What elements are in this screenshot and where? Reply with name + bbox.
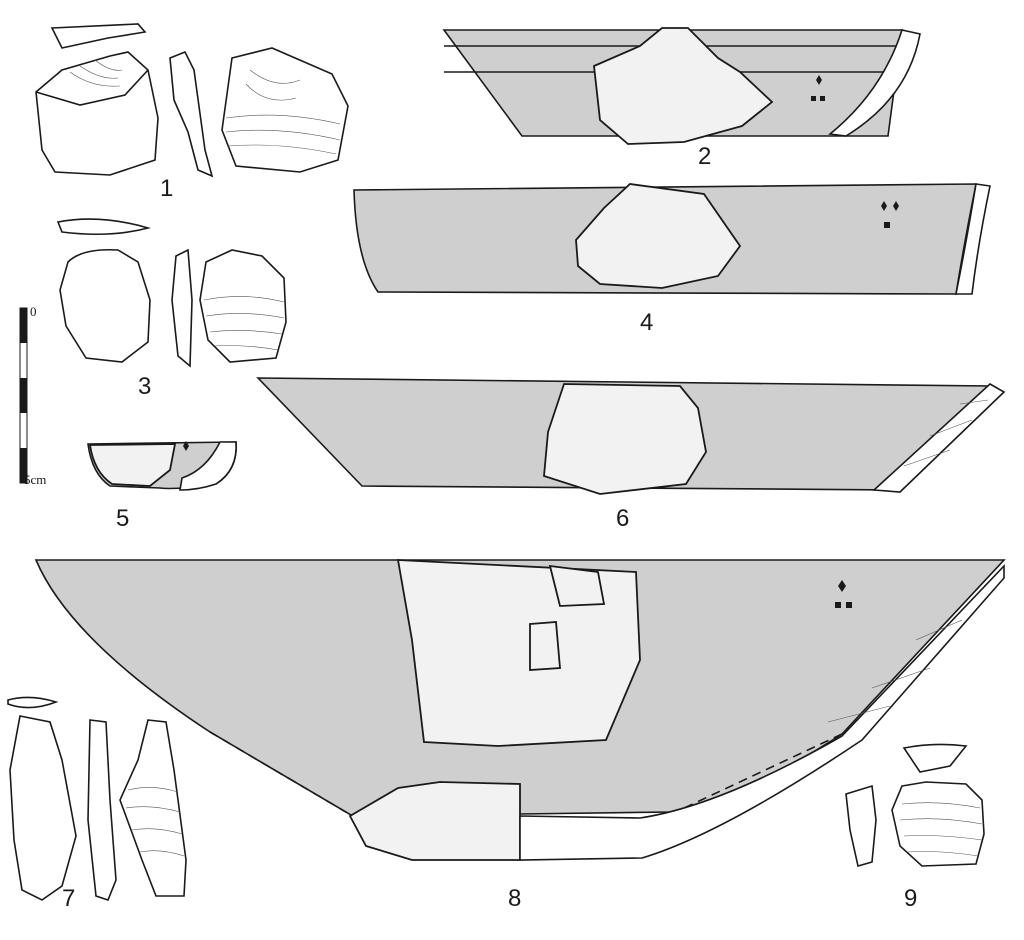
artifact-3-lithic: 3 xyxy=(56,218,287,400)
figure-number-3: 3 xyxy=(138,373,151,400)
figure-number-1: 1 xyxy=(160,175,173,202)
artifact-4-vessel-wall: 4 xyxy=(353,183,991,336)
figure-number-9: 9 xyxy=(904,885,917,912)
scale-bar-top-label: 0 xyxy=(30,304,37,319)
artifact-6-vessel-wall: 6 xyxy=(256,377,1006,532)
figure-number-5: 5 xyxy=(116,505,129,532)
artifact-8-large-vessel: 8 xyxy=(34,559,1006,912)
figure-number-6: 6 xyxy=(616,505,629,532)
artifact-2-vessel-rim: 2 xyxy=(442,27,921,170)
artifact-7-blade: 7 xyxy=(7,696,187,912)
artifact-1-lithic: 1 xyxy=(35,23,349,202)
figure-number-4: 4 xyxy=(640,309,653,336)
figure-number-2: 2 xyxy=(698,143,711,170)
figure-number-8: 8 xyxy=(508,885,521,912)
figure-number-7: 7 xyxy=(62,885,75,912)
scale-bar-bottom-label: 5cm xyxy=(24,472,46,487)
artifact-9-lithic: 9 xyxy=(845,743,985,912)
scale-bar: 0 5cm xyxy=(19,304,46,487)
artifact-5-small-bowl: 5 xyxy=(87,441,237,532)
